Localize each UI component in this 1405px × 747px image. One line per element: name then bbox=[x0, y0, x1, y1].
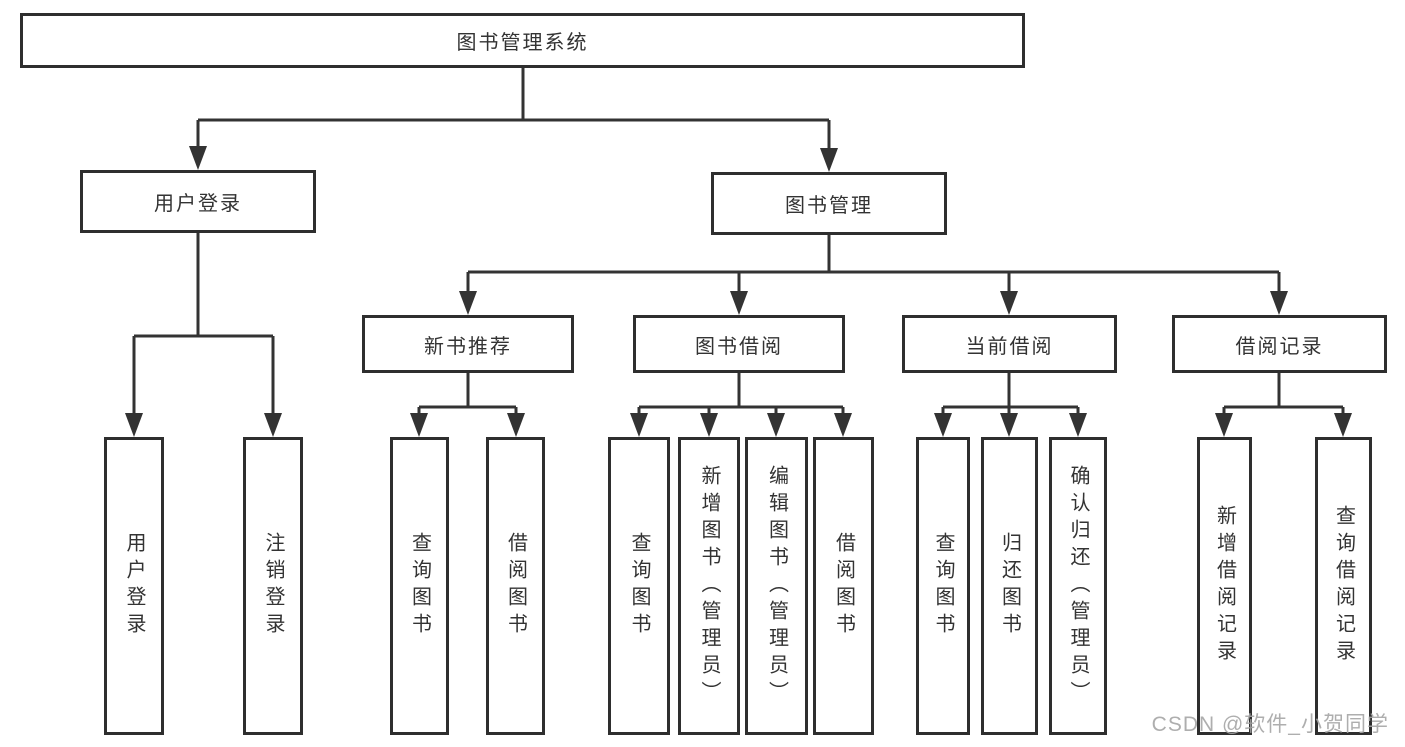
node-book-borrow: 图书借阅 bbox=[633, 315, 845, 373]
leaf-add-borrow-record: 新增借阅记录 bbox=[1197, 437, 1252, 735]
leaf-edit-book-admin: 编辑图书（管理员） bbox=[745, 437, 808, 735]
leaf-logout-label: 注销登录 bbox=[262, 532, 284, 640]
node-book-borrow-label: 图书借阅 bbox=[695, 335, 783, 358]
node-user-login-label: 用户登录 bbox=[154, 193, 242, 215]
csdn-watermark: CSDN @软件_小贺同学 bbox=[1151, 713, 1389, 736]
leaf-user-login-label: 用户登录 bbox=[123, 532, 145, 640]
leaf-query-book-borrow-label: 查询图书 bbox=[628, 532, 650, 640]
leaf-query-book-current: 查询图书 bbox=[916, 437, 970, 735]
leaf-user-login: 用户登录 bbox=[104, 437, 164, 735]
node-new-book-recommend-label: 新书推荐 bbox=[424, 335, 512, 358]
leaf-query-borrow-record-label: 查询借阅记录 bbox=[1332, 505, 1355, 667]
node-borrow-records-label: 借阅记录 bbox=[1235, 335, 1324, 358]
leaf-query-book-borrow: 查询图书 bbox=[608, 437, 670, 735]
leaf-add-borrow-record-label: 新增借阅记录 bbox=[1213, 505, 1236, 667]
node-book-management-label: 图书管理 bbox=[785, 195, 873, 217]
leaf-query-book-current-label: 查询图书 bbox=[932, 532, 954, 640]
leaf-return-book: 归还图书 bbox=[981, 437, 1038, 735]
leaf-borrow-book-recommend-label: 借阅图书 bbox=[504, 532, 527, 640]
node-borrow-records: 借阅记录 bbox=[1172, 315, 1387, 373]
node-root: 图书管理系统 bbox=[20, 13, 1025, 68]
leaf-query-borrow-record: 查询借阅记录 bbox=[1315, 437, 1372, 735]
leaf-borrow-book-borrow-label: 借阅图书 bbox=[832, 532, 855, 640]
leaf-edit-book-admin-label: 编辑图书（管理员） bbox=[765, 464, 788, 708]
leaf-return-book-label: 归还图书 bbox=[998, 532, 1021, 640]
leaf-query-book-recommend-label: 查询图书 bbox=[408, 532, 431, 640]
node-user-login: 用户登录 bbox=[80, 170, 316, 233]
arrowheads bbox=[125, 146, 1352, 437]
node-new-book-recommend: 新书推荐 bbox=[362, 315, 574, 373]
node-root-label: 图书管理系统 bbox=[456, 32, 589, 54]
leaf-borrow-book-recommend: 借阅图书 bbox=[486, 437, 545, 735]
leaf-add-book-admin-label: 新增图书（管理员） bbox=[698, 464, 720, 708]
leaf-logout: 注销登录 bbox=[243, 437, 303, 735]
leaf-query-book-recommend: 查询图书 bbox=[390, 437, 449, 735]
leaf-add-book-admin: 新增图书（管理员） bbox=[678, 437, 740, 735]
leaf-confirm-return-admin-label: 确认归还（管理员） bbox=[1067, 464, 1089, 708]
node-current-borrow-label: 当前借阅 bbox=[965, 335, 1054, 358]
node-book-management: 图书管理 bbox=[711, 172, 947, 235]
node-current-borrow: 当前借阅 bbox=[902, 315, 1117, 373]
leaf-borrow-book-borrow: 借阅图书 bbox=[813, 437, 874, 735]
leaf-confirm-return-admin: 确认归还（管理员） bbox=[1049, 437, 1107, 735]
